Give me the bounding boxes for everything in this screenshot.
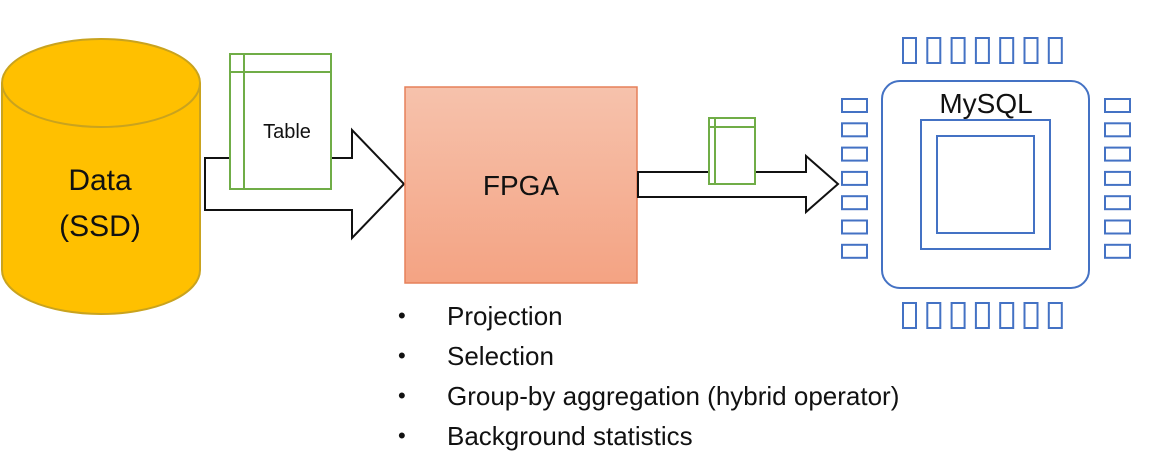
chip-pin [1047,37,1063,64]
chip-pin [950,37,966,64]
fpga-label: FPGA [483,170,560,201]
chip-pin [841,219,868,235]
chip-pin [1104,243,1131,259]
operation-label: Group-by aggregation (hybrid operator) [447,381,900,411]
chip-pin [841,243,868,259]
chip-pin [841,122,868,138]
operation-item: • Group-by aggregation (hybrid operator) [398,376,899,416]
chip-pin [950,302,966,329]
chip-pin [841,195,868,211]
chip-pin [841,98,868,113]
table-icon: Table [229,53,332,190]
bullet-icon: • [398,343,406,368]
bullet-icon: • [398,383,406,408]
chip-pin [974,302,990,329]
ssd-storage-cylinder: Data (SSD) [0,38,201,315]
ssd-label-line2: (SSD) [59,210,141,243]
chip-pin [999,302,1015,329]
fpga-block: FPGA [404,86,638,284]
chip-pin [1023,37,1039,64]
table-label: Table [263,121,311,143]
bullet-icon: • [398,423,406,448]
operation-item: • Background statistics [398,416,899,456]
chip-pin [1047,302,1063,329]
chip-pin [902,37,917,64]
mysql-chip: MySQL [841,37,1131,329]
operation-item: • Projection [398,296,899,336]
chip-pin [841,170,868,186]
chip-pin [1104,122,1131,138]
chip-pin [1104,195,1131,211]
ssd-label-line1: Data [68,164,132,197]
mysql-label: MySQL [939,88,1032,119]
chip-pin [1104,98,1131,113]
operation-item: • Selection [398,336,899,376]
operation-label: Projection [447,301,563,331]
chip-pin [999,37,1015,64]
operation-label: Selection [447,341,554,371]
bullet-icon: • [398,303,406,328]
operation-label: Background statistics [447,421,693,451]
chip-pin [926,37,942,64]
chip-pin [1104,170,1131,186]
chip-pin [1023,302,1039,329]
chip-pins [841,37,1131,329]
small-table-icon [708,117,756,185]
chip-pin [926,302,942,329]
chip-pin [902,302,917,329]
chip-pin [841,146,868,162]
operations-list: • Projection • Selection • Group-by aggrega… [398,296,899,456]
chip-pin [1104,219,1131,235]
chip-pin [1104,146,1131,162]
chip-pin [974,37,990,64]
